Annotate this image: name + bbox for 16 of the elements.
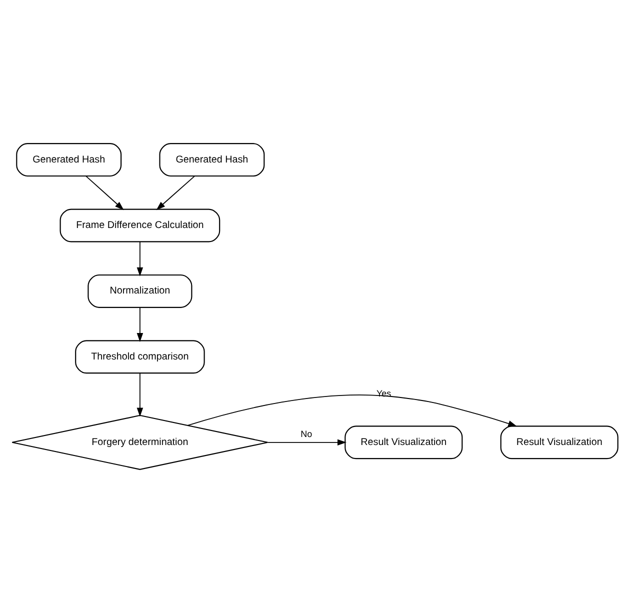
node-box: Threshold comparison xyxy=(75,340,205,374)
node-box: Generated Hash xyxy=(16,142,122,176)
node-box: Generated Hash xyxy=(159,142,265,176)
edge-label: No xyxy=(300,428,312,438)
arrow xyxy=(268,438,346,446)
node-box: Normalization xyxy=(88,274,192,308)
node-box: Result Visualization xyxy=(344,425,463,459)
arrow xyxy=(86,175,124,210)
arrow xyxy=(136,372,144,416)
arrow xyxy=(156,175,195,210)
arrow xyxy=(187,394,518,426)
node-box: Result Visualization xyxy=(500,425,618,459)
node-box: Frame Difference Calculation xyxy=(60,208,220,242)
arrow xyxy=(136,306,144,342)
node-diamond: Forgery determination xyxy=(12,414,268,470)
arrow xyxy=(136,240,144,276)
